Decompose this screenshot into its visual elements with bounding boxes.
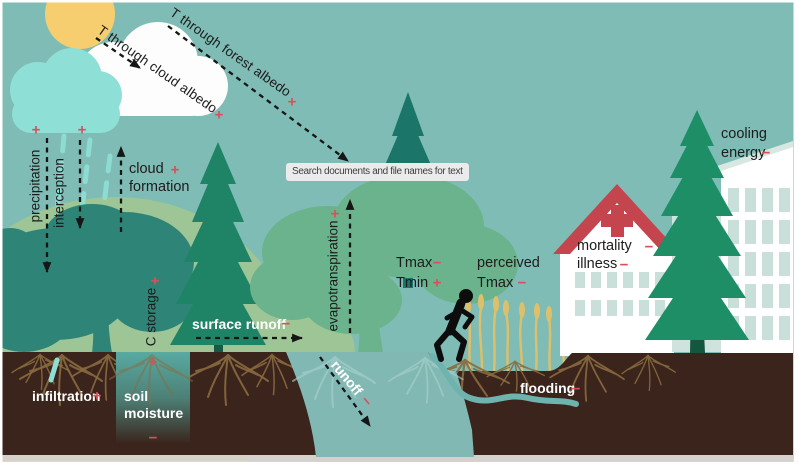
label-energy: energy: [721, 145, 766, 161]
sign-cloud-formation-plus: +: [170, 161, 180, 179]
frame-bottom: [0, 461, 799, 467]
label-illness: illness: [577, 256, 618, 272]
sign-soil-moisture-minus: −: [148, 429, 158, 447]
label-perceived-tmax: Tmax: [477, 275, 514, 291]
frame-left: [0, 0, 3, 467]
frame-top: [0, 0, 799, 3]
label-cooling: cooling: [721, 126, 767, 142]
sign-cloud-albedo-plus: +: [214, 106, 224, 124]
label-surface-runoff: surface runoff: [192, 316, 287, 332]
label-cloud-formation-line1: cloud: [129, 161, 164, 177]
search-tooltip: Search documents and file names for text: [286, 163, 469, 181]
sign-mortality-minus: −: [644, 238, 654, 256]
sign-infiltration-plus: +: [92, 387, 102, 405]
conifer-tree-right: [645, 110, 749, 353]
sign-c-storage-plus: +: [150, 272, 160, 290]
hospital-building: [553, 184, 681, 356]
flood-stream: [429, 353, 579, 407]
river: [286, 352, 474, 457]
hospital-roof: [553, 184, 681, 254]
sign-forest-albedo-plus: +: [287, 93, 297, 111]
label-evapotranspiration: evapotranspiration: [325, 220, 341, 332]
sign-soil-moisture-plus: +: [148, 353, 158, 371]
office-building: [711, 141, 793, 353]
sign-tmax-minus: −: [432, 254, 442, 272]
infiltration-drop: [48, 357, 60, 383]
label-mortality: mortality: [577, 238, 632, 254]
sign-energy-minus: −: [761, 144, 771, 162]
label-c-storage: C storage: [143, 287, 159, 347]
label-precipitation: precipitation: [27, 149, 43, 223]
label-cloud-formation-line2: formation: [129, 179, 190, 195]
label-tmax: Tmax: [396, 255, 433, 271]
label-moisture: moisture: [124, 405, 184, 421]
arrow-runoff-down: [319, 356, 371, 427]
sign-flooding-minus: −: [571, 380, 581, 398]
soil-bottom-strip: [2, 455, 793, 461]
label-soil: soil: [124, 388, 149, 404]
conifer-tree-left: [170, 142, 266, 353]
sign-surface-runoff-minus: −: [281, 315, 291, 333]
sign-illness-minus: −: [619, 256, 629, 274]
label-interception: interception: [51, 158, 67, 228]
red-cross-icon: [601, 205, 633, 237]
label-infiltration: infiltration: [32, 388, 101, 404]
sign-evapotranspiration-plus: +: [330, 205, 340, 223]
flow-arrows: [42, 25, 371, 427]
sign-interception-plus: +: [77, 121, 87, 139]
sun-icon: [45, 0, 115, 49]
frame-right: [793, 0, 799, 467]
label-tmin: Tmin: [396, 275, 429, 291]
label-flooding: flooding: [520, 380, 576, 396]
sign-precipitation-plus: +: [31, 121, 41, 139]
sign-perceived-tmax-minus: −: [517, 274, 527, 292]
broadleaf-tree-center: [250, 174, 518, 353]
running-person-icon: [434, 289, 475, 362]
broadleaf-tree-left: [0, 204, 196, 353]
rain-cloud-icon: [10, 48, 122, 133]
soil-moisture-zone: [109, 352, 193, 444]
label-perceived: perceived: [477, 255, 540, 271]
sign-tmin-plus: +: [432, 274, 442, 292]
